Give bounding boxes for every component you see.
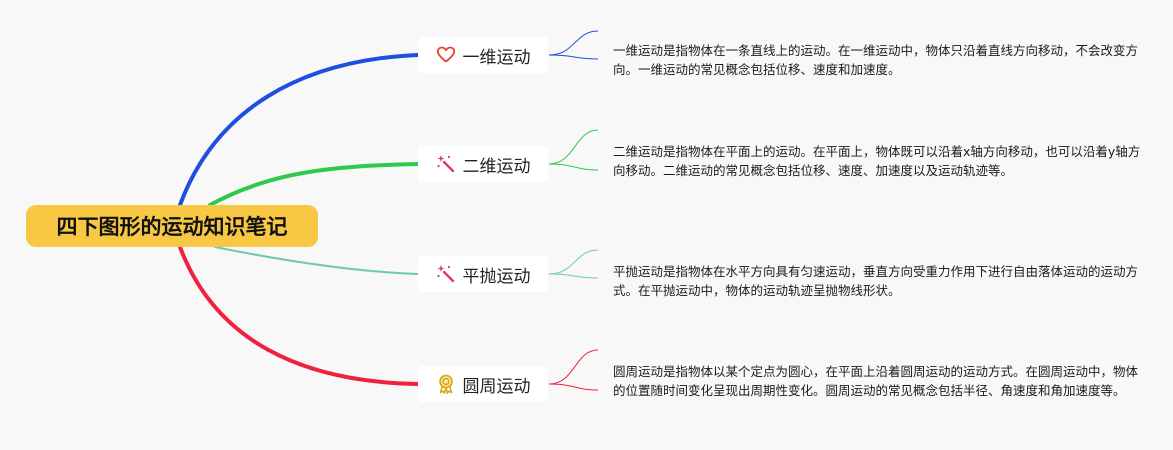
note-connector-lower-3 bbox=[548, 273, 599, 279]
topic-label: 一维运动 bbox=[462, 47, 531, 68]
note-connector-upper-4 bbox=[548, 349, 599, 385]
topic-2d-motion[interactable]: 二维运动 bbox=[418, 146, 548, 182]
branch-line-4 bbox=[178, 245, 420, 386]
branch-line-2 bbox=[208, 162, 420, 207]
topic-projectile-motion[interactable]: 平抛运动 bbox=[418, 256, 548, 292]
sparkle-wand-icon bbox=[436, 154, 456, 174]
topic-1d-motion[interactable]: 一维运动 bbox=[418, 37, 548, 73]
heart-icon bbox=[436, 45, 456, 65]
branch-line-1 bbox=[178, 53, 420, 207]
award-medal-icon bbox=[436, 374, 456, 394]
note-connector-lower-1 bbox=[548, 54, 599, 60]
central-topic-label: 四下图形的运动知识笔记 bbox=[56, 215, 288, 239]
note-connector-lower-2 bbox=[548, 163, 599, 171]
topic-label: 平抛运动 bbox=[462, 266, 531, 287]
note-connector-upper-2 bbox=[548, 129, 599, 165]
topic-label: 二维运动 bbox=[462, 156, 531, 177]
note-connector-upper-1 bbox=[548, 30, 599, 56]
note-circular-motion: 圆周运动是指物体以某个定点为圆心，在平面上沿着圆周运动的运动方式。在圆周运动中，… bbox=[613, 364, 1139, 398]
sparkle-wand-icon bbox=[436, 264, 456, 284]
topic-label: 圆周运动 bbox=[462, 376, 531, 397]
note-connector-upper-3 bbox=[548, 249, 599, 275]
note-2d-motion: 二维运动是指物体在平面上的运动。在平面上，物体既可以沿着x轴方向移动，也可以沿着… bbox=[613, 144, 1141, 178]
note-connector-lower-4 bbox=[548, 383, 599, 391]
topic-circular-motion[interactable]: 圆周运动 bbox=[418, 366, 548, 402]
note-1d-motion: 一维运动是指物体在一条直线上的运动。在一维运动中，物体只沿着直线方向移动，不会改… bbox=[613, 43, 1139, 77]
note-projectile-motion: 平抛运动是指物体在水平方向具有匀速运动，垂直方向受重力作用下进行自由落体运动的运… bbox=[613, 264, 1139, 298]
central-topic[interactable]: 四下图形的运动知识笔记 bbox=[26, 205, 318, 247]
branch-line-3 bbox=[214, 246, 419, 275]
